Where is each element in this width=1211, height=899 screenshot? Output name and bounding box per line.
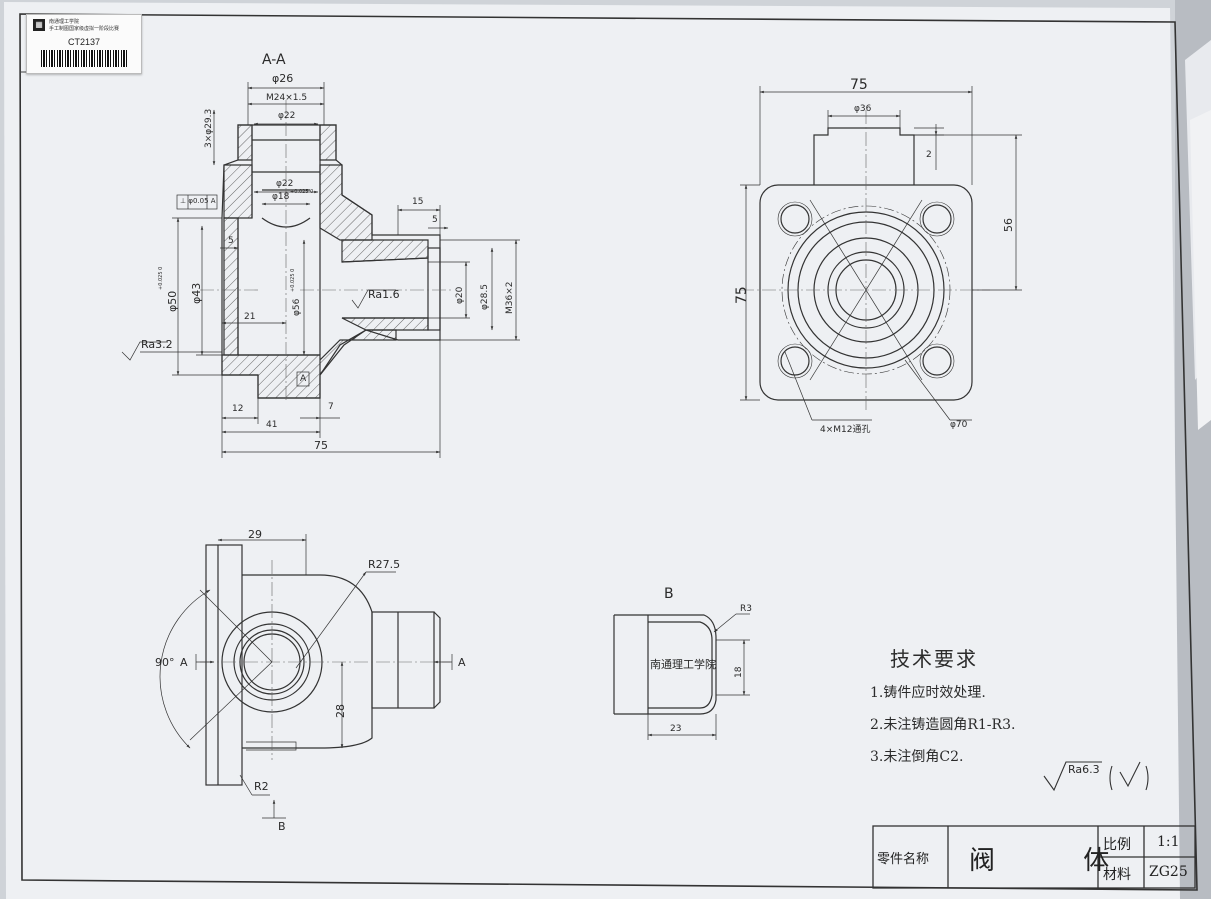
view-b-arrow-label: B [278, 820, 286, 833]
side-view [740, 86, 1022, 421]
perpendicularity-frame: ⊥ φ0.05 A [180, 197, 216, 205]
angle-90: 90° [155, 656, 175, 669]
dim-5-right: 5 [432, 215, 438, 225]
paper [4, 2, 1180, 899]
dim-depth: 3×φ29.3 [204, 108, 214, 148]
dim-75-section: 75 [314, 439, 328, 452]
sticker-code: CT2137 [67, 37, 101, 47]
dim-75-side: 75 [734, 286, 750, 304]
detail-b-title: B [664, 586, 674, 602]
dim-r3: R3 [740, 604, 752, 614]
dim-d70: φ70 [950, 420, 968, 430]
sticker-school: 南通理工学院 [49, 19, 80, 25]
dim-d18-tol: +0.025 0 [290, 189, 314, 195]
dim-29: 29 [248, 528, 262, 541]
dim-2: 2 [926, 150, 932, 160]
dim-5-left: 5 [228, 236, 234, 246]
dim-d22b: φ22 [276, 179, 294, 189]
roughness-label: Ra6.3 [1068, 763, 1100, 776]
dim-r27-5: R27.5 [368, 558, 401, 571]
title-block-grid [872, 825, 1196, 889]
dim-d50: φ50 [166, 290, 179, 312]
tech-title: 技术要求 [890, 647, 978, 671]
background-papers [1175, 0, 1211, 899]
dim-12: 12 [232, 404, 244, 414]
section-hatch-body [237, 124, 253, 161]
exam-sticker: ▦ 南通理工学院 手工制图国家级虚拟一阶段比赛 CT2137 [26, 14, 142, 74]
material-value: ZG25 [1149, 864, 1188, 880]
barcode-icon [41, 50, 127, 67]
tech-item-1: 1.铸件应时效处理. [870, 685, 986, 701]
ra32-label: Ra3.2 [141, 338, 173, 351]
dim-41: 41 [266, 420, 278, 430]
scale-label: 比例 [1103, 837, 1131, 853]
dim-d26: φ26 [272, 72, 294, 85]
dim-d36: φ36 [854, 104, 872, 114]
dim-d56: φ56 [292, 298, 302, 316]
material-label: 材料 [1103, 867, 1131, 883]
sticker-event: 手工制图国家级虚拟一阶段比赛 [49, 26, 120, 32]
dim-m36: M36×2 [505, 281, 515, 314]
dim-d20: φ20 [455, 286, 465, 304]
dim-d50-tol: +0.025 0 [158, 266, 164, 290]
top-view [159, 534, 453, 819]
dim-15: 15 [412, 197, 424, 207]
dim-d22a: φ22 [278, 111, 296, 121]
dim-r2: R2 [254, 780, 269, 793]
tech-item-2: 2.未注铸造圆角R1-R3. [870, 717, 1016, 733]
ra16-label: Ra1.6 [368, 288, 400, 301]
title-block: 零件名称 阀 体 比例 1:1 材料 ZG25 [873, 828, 1197, 888]
holes-label: 4×M12通孔 [820, 425, 871, 435]
dim-23: 23 [670, 724, 682, 734]
dim-28: 28 [334, 704, 347, 718]
cut-a-left: A [180, 656, 188, 669]
scale-value: 1:1 [1157, 834, 1180, 850]
drawing-frame [19, 13, 1198, 891]
dim-d18: φ18 [272, 192, 290, 202]
dim-7: 7 [328, 402, 334, 412]
roughness-symbol [1043, 761, 1149, 792]
dim-18: 18 [734, 666, 744, 678]
dim-d43: φ43 [190, 282, 203, 304]
dim-d56-tol: +0.025 0 [290, 268, 296, 292]
part-name-label: 零件名称 [877, 852, 930, 867]
school-logo-icon: ▦ [33, 19, 45, 31]
detail-b-text: 南通理工学院 [650, 658, 716, 671]
dim-m24: M24×1.5 [266, 93, 308, 103]
detail-view-b [613, 613, 750, 740]
technical-requirements: 技术要求 1.铸件应时效处理. 2.未注铸造圆角R1-R3. 3.未注倒角C2. [870, 643, 1015, 766]
dim-21: 21 [244, 312, 256, 322]
datum-a: A [300, 374, 307, 384]
section-title: A-A [262, 52, 286, 68]
dim-d28-5: φ28.5 [480, 284, 490, 310]
cut-a-right: A [458, 656, 466, 669]
dim-75-top: 75 [850, 77, 868, 93]
part-name: 阀 体 [969, 846, 1150, 876]
dim-56: 56 [1002, 218, 1015, 232]
section-view-a-a [121, 82, 520, 458]
tech-item-3: 3.未注倒角C2. [870, 749, 964, 765]
